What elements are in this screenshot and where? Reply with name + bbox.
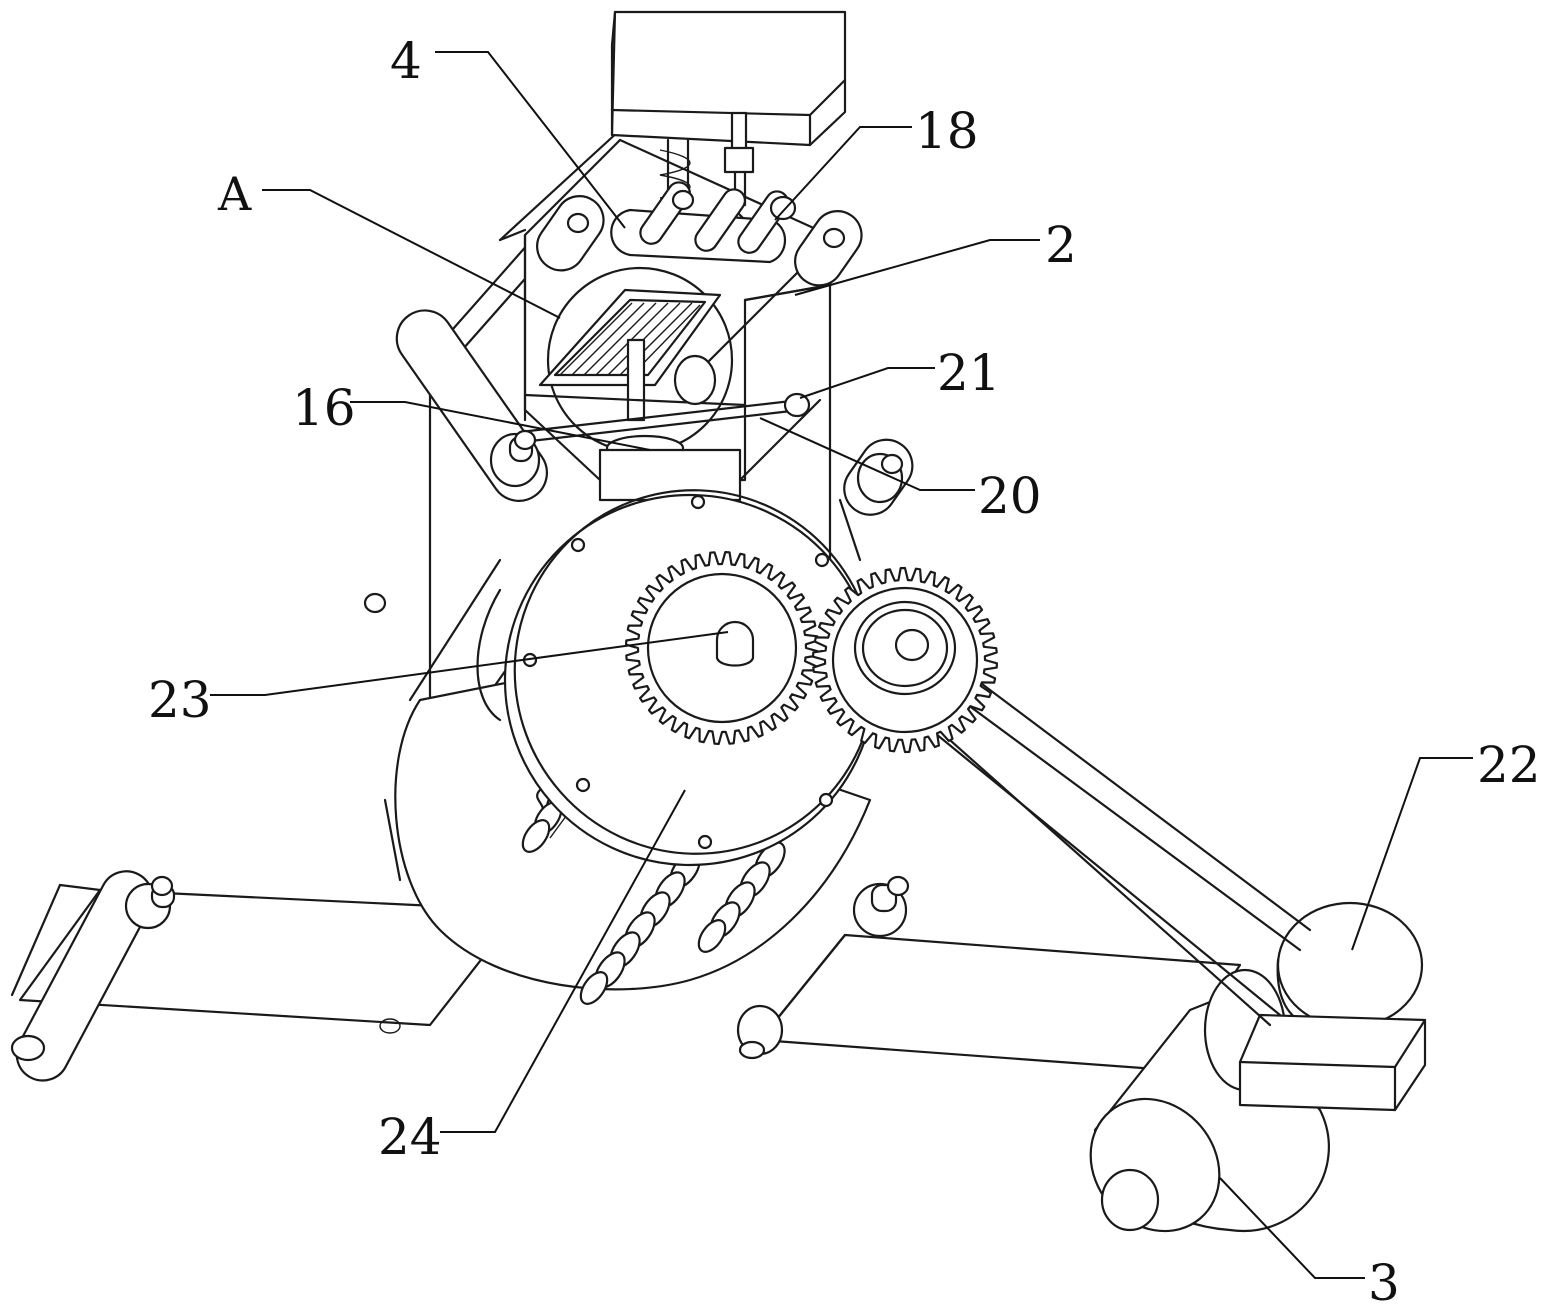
label-18: 18 <box>915 102 979 160</box>
label-3: 3 <box>1368 1254 1400 1311</box>
leader-23 <box>210 631 729 696</box>
label-24: 24 <box>378 1108 442 1166</box>
leader-3 <box>1219 1177 1365 1279</box>
label-a: A <box>217 167 252 221</box>
leader-4 <box>435 51 626 229</box>
label-2: 2 <box>1045 216 1077 274</box>
reference-labels: 4 18 A 2 21 16 20 23 22 24 3 <box>148 32 1541 1311</box>
leader-24 <box>440 789 686 1133</box>
leader-22 <box>1351 757 1473 951</box>
leader-16 <box>350 401 651 451</box>
left-conveyor-belt <box>10 870 522 1082</box>
middle-rollers <box>363 309 914 614</box>
top-plate-4 <box>610 181 797 264</box>
leader-18 <box>774 126 912 221</box>
top-actuator-block <box>610 10 847 147</box>
leader-2 <box>794 239 1040 296</box>
gear-23 <box>625 551 819 745</box>
label-4: 4 <box>390 32 422 90</box>
label-22: 22 <box>1477 736 1541 794</box>
spring-assembly <box>659 111 755 222</box>
label-16: 16 <box>292 379 356 437</box>
lower-right-drive-assembly <box>1089 901 1427 1233</box>
leader-a <box>262 189 561 319</box>
leader-lines <box>210 51 1473 1279</box>
right-conveyor-belt <box>736 875 1242 1072</box>
label-21: 21 <box>937 344 1001 402</box>
screw-right <box>697 841 786 953</box>
label-23: 23 <box>148 671 212 729</box>
label-20: 20 <box>978 467 1042 525</box>
top-rollers <box>536 195 863 287</box>
leader-20 <box>759 417 975 491</box>
leader-21 <box>799 367 935 399</box>
transverse-rod <box>518 392 811 444</box>
pulley <box>853 600 957 696</box>
left-outer-roller <box>15 870 154 1082</box>
